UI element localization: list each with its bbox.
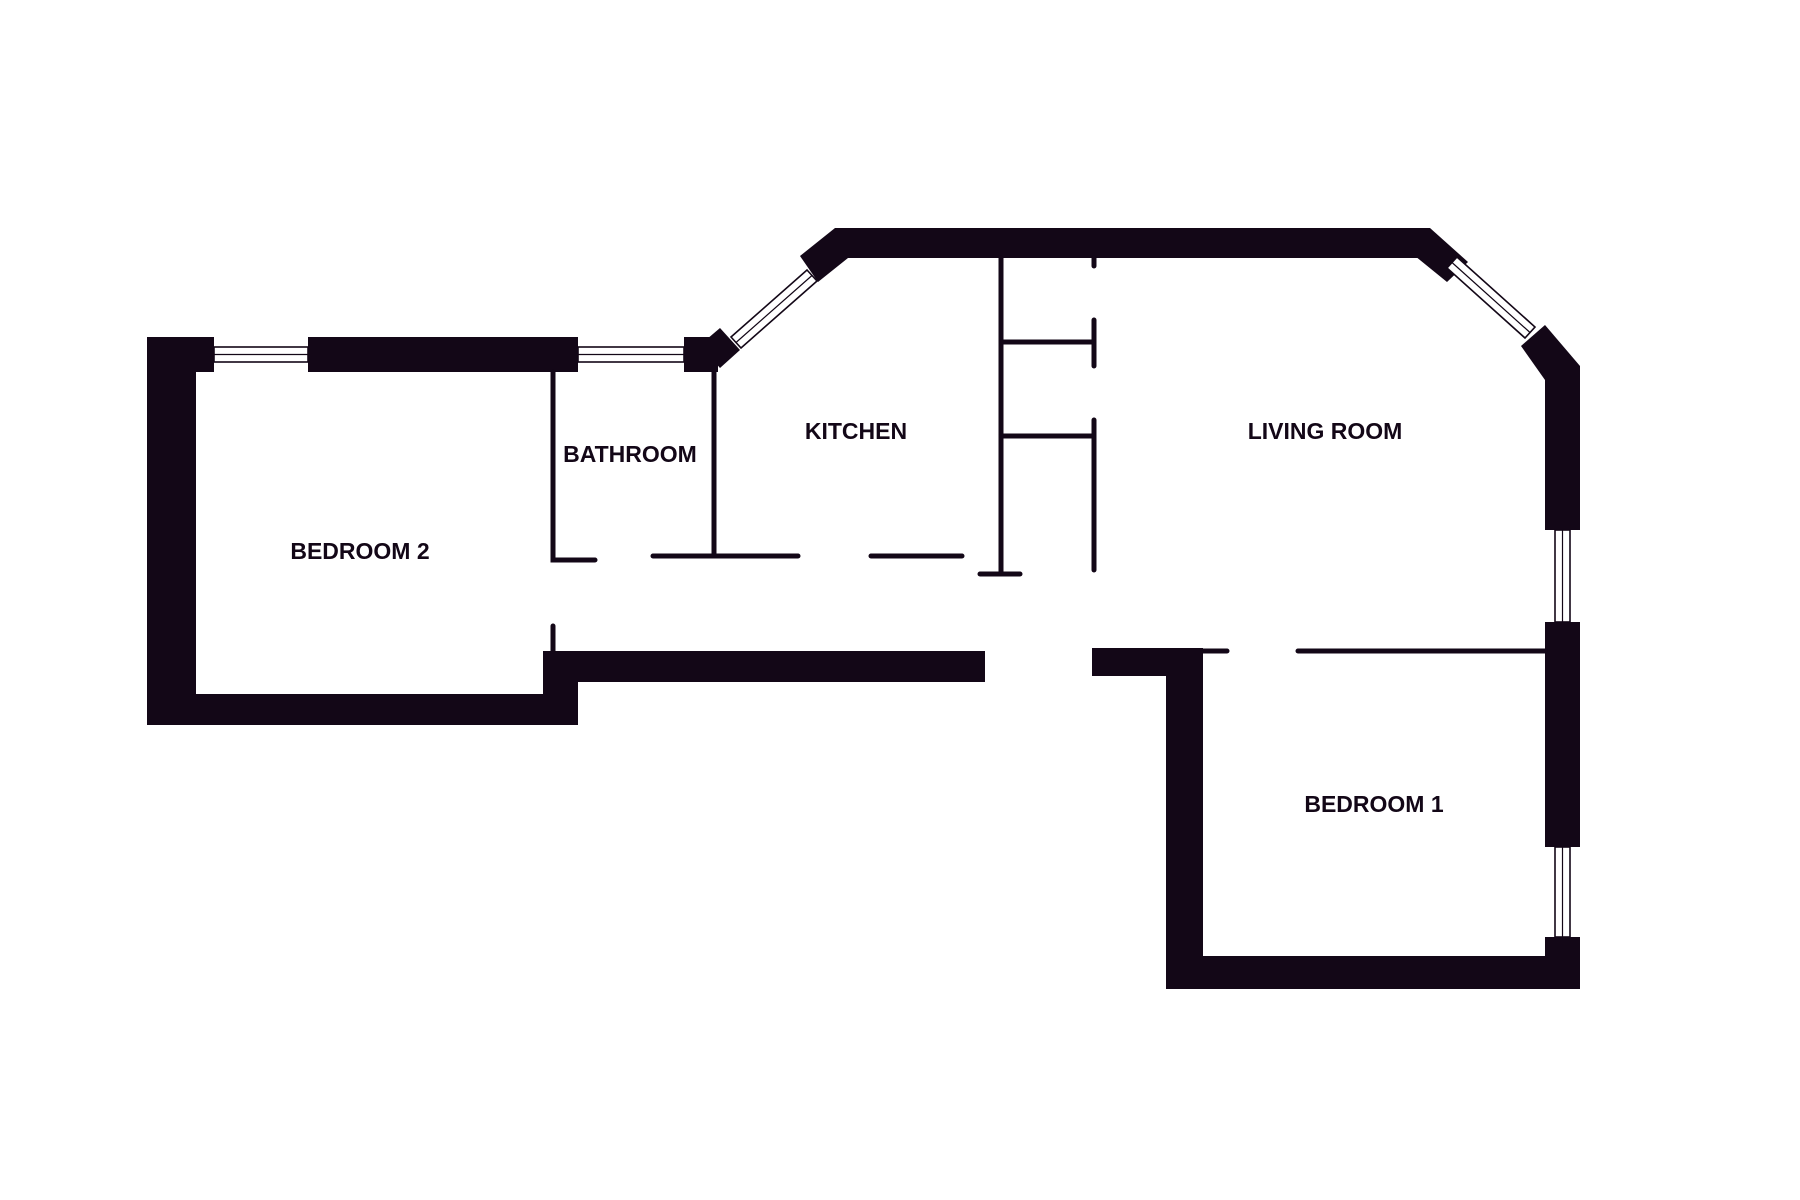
wall-north-main (835, 228, 1430, 258)
wall-bedroom1-south (1166, 956, 1580, 989)
partition-bathroom-west (550, 369, 598, 563)
window-bedroom1 (1554, 846, 1571, 938)
wall-bedroom2-north-corner (147, 337, 214, 372)
room-label-bedroom-1: BEDROOM 1 (1304, 791, 1444, 817)
window-living-room-east (1554, 529, 1571, 623)
window-bedroom2 (213, 346, 309, 363)
wall-bedroom1-west (1166, 648, 1203, 989)
wall-bedroom1-east (1545, 622, 1580, 847)
wall-bedroom2-north (308, 337, 578, 372)
room-label-living-room: LIVING ROOM (1248, 418, 1403, 444)
window-kitchen (729, 268, 819, 350)
room-labels: BEDROOM 2 BATHROOM KITCHEN LIVING ROOM B… (290, 418, 1444, 817)
wall-bedroom2-west (147, 337, 196, 725)
wall-bedroom1-north-stub (1092, 648, 1203, 676)
wall-corridor-south (543, 651, 985, 682)
wall-kitchen-angle-lower (700, 328, 740, 368)
room-label-bathroom: BATHROOM (563, 441, 697, 467)
window-bathroom (577, 346, 685, 363)
wall-bedroom2-south (147, 694, 578, 725)
exterior-walls (147, 228, 1580, 989)
windows (213, 255, 1571, 938)
window-living-room-angle (1445, 255, 1537, 340)
wall-living-east (1545, 366, 1580, 530)
interior-partitions (550, 255, 1548, 654)
room-label-kitchen: KITCHEN (805, 418, 907, 444)
room-label-bedroom-2: BEDROOM 2 (290, 538, 429, 564)
